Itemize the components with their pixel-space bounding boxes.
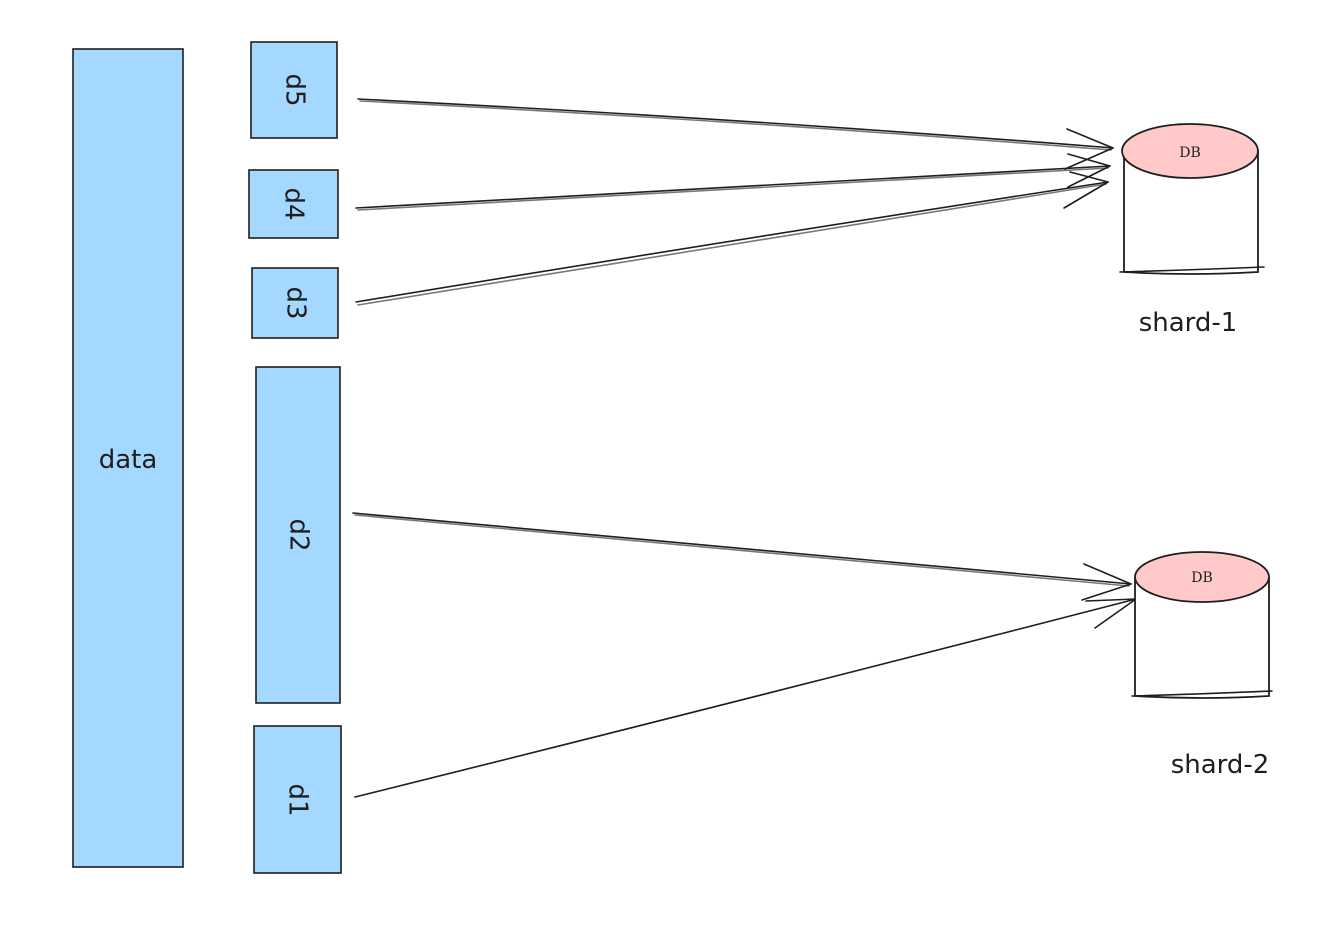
shard-1-db-top — [1121, 123, 1259, 179]
shard-1-db-icon: DB — [1119, 123, 1265, 275]
chunk-d1-label: d1 — [283, 783, 313, 816]
arrow-d2-to-shard-2 — [352, 512, 1132, 601]
chunk-d1: d1 — [253, 725, 342, 874]
chunk-d5: d5 — [250, 41, 338, 139]
shard-2-db-top — [1134, 551, 1270, 603]
arrow-d4-to-shard-1 — [355, 153, 1111, 211]
shard-2-db-icon: DB — [1131, 551, 1273, 699]
chunk-d3-label: d3 — [281, 286, 311, 319]
arrow-d5-to-shard-1 — [357, 98, 1114, 170]
arrow-d1-to-shard-2 — [354, 598, 1137, 798]
data-block: data — [72, 48, 184, 868]
chunk-d2: d2 — [255, 366, 341, 704]
shard-1-db-label: DB — [1179, 145, 1201, 161]
shard-1-label: shard-1 — [1139, 308, 1238, 338]
chunk-d4-label: d4 — [279, 187, 309, 220]
shard-2-label: shard-2 — [1171, 750, 1270, 780]
chunk-d2-label: d2 — [284, 518, 314, 551]
arrow-d3-to-shard-1 — [355, 171, 1109, 306]
chunk-d3: d3 — [251, 267, 339, 339]
chunk-d5-label: d5 — [280, 73, 310, 106]
shard-2-db-label: DB — [1191, 570, 1213, 586]
chunk-d4: d4 — [248, 169, 339, 239]
data-block-label: data — [99, 445, 158, 475]
